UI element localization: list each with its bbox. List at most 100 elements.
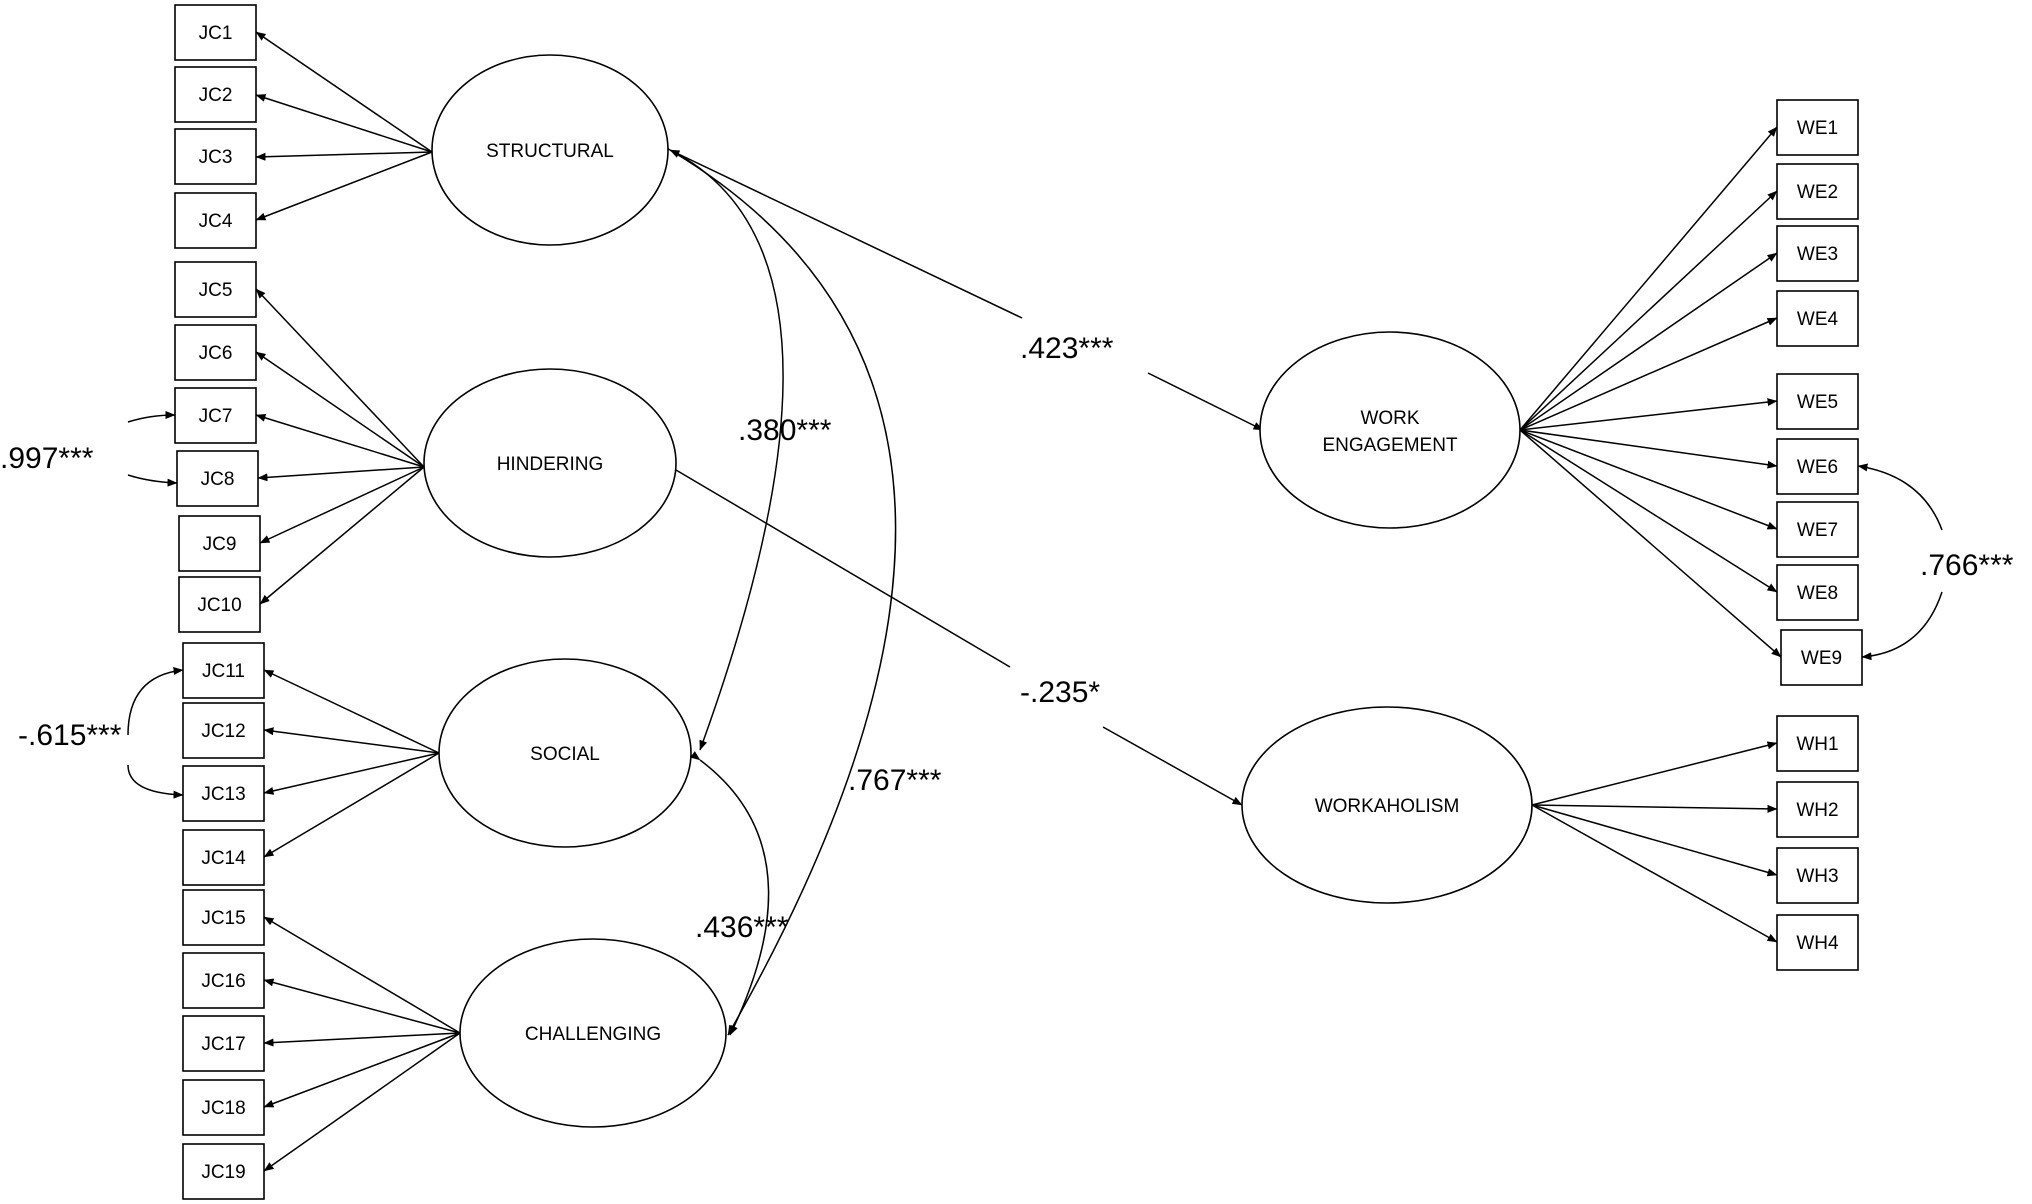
indicator-jc19: JC19 [182,1143,265,1200]
loading-hindering-jc8 [257,466,425,482]
coef-structural-social: .380*** [738,414,832,447]
loading-structural-jc1 [255,31,433,153]
indicator-jc16-label: JC16 [201,971,245,992]
indicator-we3: WE3 [1776,225,1859,282]
indicator-jc1-label: JC1 [199,23,233,44]
indicator-wh2: WH2 [1776,781,1859,838]
latent-hindering: HINDERING [423,368,677,558]
loading-challenging-jc18 [263,1032,461,1108]
indicator-jc13: JC13 [182,765,265,822]
indicator-jc12: JC12 [182,702,265,759]
indicator-jc14-label: JC14 [201,848,246,869]
indicator-jc12-label: JC12 [201,721,245,742]
indicator-we2: WE2 [1776,163,1859,220]
indicator-we5-label: WE5 [1797,392,1838,413]
indicator-jc10-label: JC10 [197,595,241,616]
coef-structural-challenging: .767*** [848,764,942,797]
indicator-we9-label: WE9 [1801,648,1842,669]
latent-work-engagement-label-line2: ENGAGEMENT [1322,435,1458,456]
loading-hindering-jc6 [255,351,425,468]
indicator-wh3: WH3 [1776,847,1859,904]
indicator-we2-label: WE2 [1797,182,1838,203]
loading-hindering-jc5 [255,288,425,468]
latent-work-engagement-label-line1: WORK [1360,408,1419,429]
indicator-we4: WE4 [1776,290,1859,347]
indicator-we5: WE5 [1776,373,1859,430]
coef-jc11-jc13: -.615*** [18,719,122,752]
indicator-wh3-label: WH3 [1796,866,1838,887]
coef-hindering-to-workaholism: -.235* [1020,676,1100,709]
latent-work-engagement: WORK ENGAGEMENT [1259,331,1521,529]
indicator-jc11-label: JC11 [202,661,245,682]
indicator-we8: WE8 [1776,564,1859,621]
indicator-jc15-label: JC15 [201,908,245,929]
loading-structural-jc4 [255,151,433,221]
covariance-jc11-jc13-top [127,667,184,736]
loading-challenging-jc16 [263,978,461,1034]
indicator-wh4-label: WH4 [1796,933,1839,954]
indicator-we7-label: WE7 [1797,520,1838,541]
loading-structural-jc3 [255,151,433,161]
indicator-jc2: JC2 [174,66,257,123]
indicator-jc3-label: JC3 [199,147,233,168]
loading-work-engagement-we8 [1519,429,1778,593]
indicator-jc4-label: JC4 [199,211,233,232]
indicator-jc17-label: JC17 [201,1034,245,1055]
indicator-jc18-label: JC18 [201,1098,245,1119]
latent-social-label: SOCIAL [530,744,600,765]
loading-work-engagement-we1 [1519,126,1778,431]
coef-structural-to-work-engagement: .423*** [1020,332,1114,365]
indicator-jc2-label: JC2 [199,85,233,106]
indicator-jc5: JC5 [174,261,257,318]
covariance-jc7-jc8-bottom [127,474,178,487]
loading-structural-jc2 [255,94,433,153]
indicator-we1-label: WE1 [1797,118,1838,139]
indicator-jc18: JC18 [182,1079,265,1136]
indicator-jc8-label: JC8 [201,469,235,490]
loading-workaholism-wh2 [1531,804,1778,813]
indicator-jc17: JC17 [182,1015,265,1072]
covariance-structural-social [659,142,784,751]
covariance-we6-we9-top [1857,463,1943,531]
loading-social-jc11 [263,669,440,754]
indicator-we7: WE7 [1776,501,1859,558]
indicator-jc9-label: JC9 [203,534,237,555]
loading-social-jc13 [263,752,440,795]
latent-workaholism-label: WORKAHOLISM [1315,796,1460,817]
indicator-jc15: JC15 [182,889,265,946]
loading-work-engagement-we4 [1519,317,1778,431]
paths-layer [127,31,1943,1172]
indicator-jc4: JC4 [174,192,257,249]
loading-work-engagement-we6 [1519,429,1778,469]
indicator-jc7-label: JC7 [199,406,233,427]
covariance-jc11-jc13-bottom [127,764,184,799]
loading-social-jc12 [263,727,440,754]
indicator-jc9: JC9 [178,515,261,572]
loading-workaholism-wh4 [1531,804,1778,943]
covariance-social-challenging [690,751,770,1036]
latent-social: SOCIAL [438,658,692,848]
indicator-jc13-label: JC13 [201,784,245,805]
indicator-jc8: JC8 [176,450,259,507]
loading-challenging-jc19 [263,1032,461,1172]
loading-challenging-jc17 [263,1032,461,1047]
loading-work-engagement-we7 [1519,429,1778,530]
indicator-we6-label: WE6 [1797,457,1838,478]
indicator-jc7: JC7 [174,387,257,444]
latent-structural: STRUCTURAL [431,54,669,246]
indicator-wh4: WH4 [1776,914,1859,971]
covariance-we6-we9-bottom [1861,591,1943,661]
coef-we6-we9: .766*** [1920,549,2014,582]
coef-jc7-jc8: .997*** [0,442,94,475]
loading-workaholism-wh1 [1531,741,1778,806]
indicator-jc19-label: JC19 [201,1162,245,1183]
latent-hindering-label: HINDERING [497,454,604,475]
indicator-wh1-label: WH1 [1796,734,1838,755]
latent-structural-label: STRUCTURAL [486,141,614,162]
indicator-jc11: JC11 [182,642,265,699]
path-structural-work-engagement-segment-1 [669,149,1023,319]
indicator-we1: WE1 [1776,99,1859,156]
indicator-jc14: JC14 [182,829,265,886]
indicator-we4-label: WE4 [1797,309,1839,330]
